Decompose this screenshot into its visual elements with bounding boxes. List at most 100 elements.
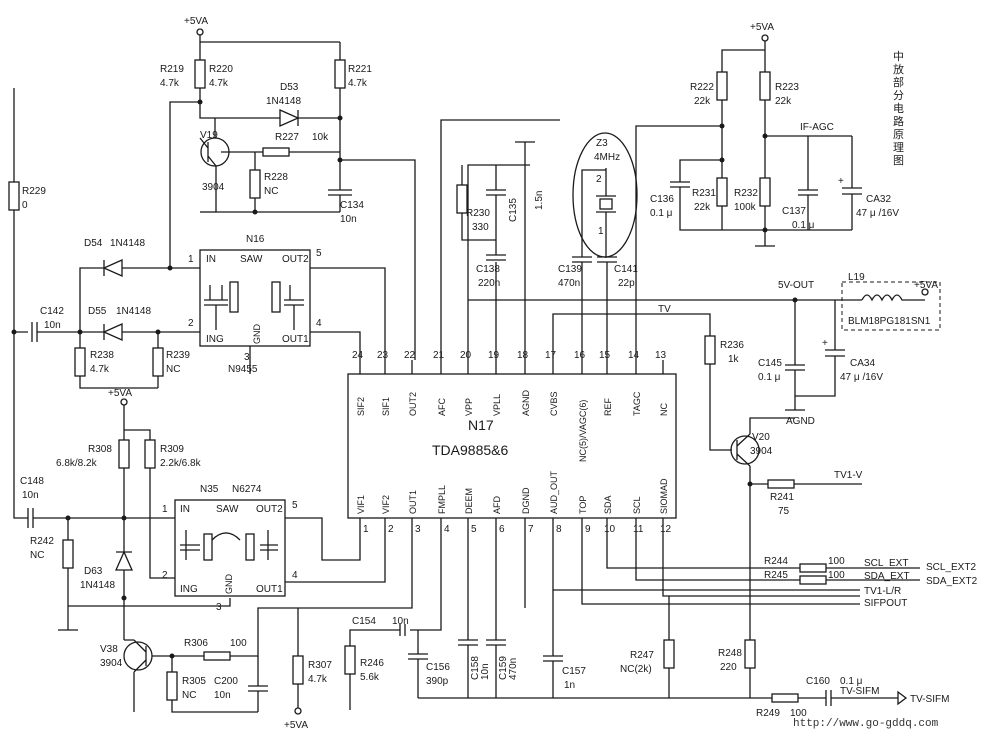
pin-name-agnd: AGND	[521, 389, 531, 416]
pin-name-fmpll: FMPLL	[437, 485, 447, 514]
agnd-net: AGND	[786, 416, 815, 427]
pin-name-tagc: TAGC	[632, 391, 642, 416]
saw2-part: N6274	[232, 484, 262, 495]
ca34-plus: +	[822, 338, 828, 349]
pin-num-14: 14	[628, 350, 640, 361]
r308-value: 6.8k/8.2k	[56, 458, 98, 469]
pin-name-siomad: SIOMAD	[659, 478, 669, 514]
r227-value: 10k	[312, 132, 329, 143]
v5-out-net: 5V-OUT	[778, 280, 814, 291]
r238-label: R238	[90, 350, 114, 361]
v38-transistor	[123, 641, 153, 671]
c157-label: C157	[562, 666, 586, 677]
sda-ext2-net: SDA_EXT2	[926, 576, 978, 587]
r221-label: R221	[348, 64, 372, 75]
pin-name-afc: AFC	[437, 397, 447, 416]
tv1-v-net: TV1-V	[834, 470, 863, 481]
pin-num-15: 15	[599, 350, 611, 361]
c134-value: 10n	[340, 214, 357, 225]
pin-num-23: 23	[377, 350, 389, 361]
saw2-out2: OUT2	[256, 504, 283, 515]
z3-label: Z3	[596, 138, 608, 149]
c160-value: 0.1 μ	[840, 676, 863, 687]
c139-label: C139	[558, 264, 582, 275]
pin-num-16: 16	[574, 350, 586, 361]
r229-label: R229	[22, 186, 46, 197]
pin-num-1: 1	[363, 524, 369, 535]
c158-value: 10n	[480, 663, 491, 680]
saw1-pin1: 1	[188, 254, 194, 265]
r222-label: R222	[690, 82, 714, 93]
vcc-308-label: +5VA	[108, 388, 132, 399]
diagram-title-vertical: 中放部分电路原理图	[893, 50, 907, 167]
r230-label: R230	[466, 208, 490, 219]
c139-value: 470n	[558, 278, 580, 289]
d54-label: D54	[84, 238, 103, 249]
v38-value: 3904	[100, 658, 123, 669]
pin-name-sif1: SIF1	[381, 397, 391, 416]
r223-value: 22k	[775, 96, 792, 107]
title-glyph: 分	[893, 89, 904, 102]
pin-name-vif2: VIF2	[381, 495, 391, 514]
c135-label: C135	[508, 198, 519, 222]
r232-label: R232	[734, 188, 758, 199]
saw1-type: SAW	[240, 254, 263, 265]
r228-label: R228	[264, 172, 288, 183]
r307-label: R307	[308, 660, 332, 671]
sda-ext-net: SDA_EXT	[864, 571, 910, 582]
vpll-ref-network: R230 330 C135 1.5n C138 220n Z3 4MHz 2 1…	[440, 119, 638, 360]
title-glyph: 理	[893, 141, 904, 154]
pin-name-out2: OUT2	[408, 392, 418, 416]
c145-value: 0.1 μ	[758, 372, 781, 383]
scl-ext2-net: SCL_EXT2	[926, 562, 976, 573]
pin-name-vpp: VPP	[464, 398, 474, 416]
pin-num-6: 6	[499, 524, 505, 535]
title-glyph: 放	[893, 63, 904, 76]
r239-value: NC	[166, 364, 180, 375]
r219-value: 4.7k	[160, 78, 180, 89]
c156-value: 390p	[426, 676, 449, 687]
saw2-ing: ING	[180, 584, 198, 595]
r305-label: R305	[182, 676, 206, 687]
pin-name-vif1: VIF1	[356, 495, 366, 514]
r229-value: 0	[22, 200, 28, 211]
r308-label: R308	[88, 444, 112, 455]
pin-num-24: 24	[352, 350, 364, 361]
c158-label: C158	[470, 656, 481, 680]
r230-value: 330	[472, 222, 489, 233]
r220-value: 4.7k	[209, 78, 229, 89]
pin-num-7: 7	[528, 524, 534, 535]
pin-num-12: 12	[660, 524, 672, 535]
ca32-plus: +	[838, 176, 844, 187]
c156-label: C156	[426, 662, 450, 673]
pin-name-ref: REF	[603, 397, 613, 416]
pin-name-sif2: SIF2	[356, 397, 366, 416]
saw1-ing: ING	[206, 334, 224, 345]
c145-label: C145	[758, 358, 782, 369]
vcc-terminal	[196, 28, 204, 36]
pin-name-dgnd: DGND	[521, 487, 531, 514]
r306-value: 100	[230, 638, 247, 649]
c200-value: 10n	[214, 690, 231, 701]
ic-n17: N17 TDA9885&6 24 23 22 21 20 19	[347, 350, 677, 536]
saw1-part: N9455	[228, 364, 258, 375]
saw2-type: SAW	[216, 504, 239, 515]
tv1-lr-net: TV1-L/R	[864, 586, 901, 597]
supply-filter-l19: 5V-OUT L19 BLM18PG181SN1 +5VA C145 0.1 μ…	[468, 272, 941, 427]
vcc-l19-label: +5VA	[914, 280, 938, 291]
z3-pin1: 1	[598, 226, 604, 237]
saw2-out1: OUT1	[256, 584, 283, 595]
if-agc-network: +5VA R222 22k R223 22k IF-AGC C136 0.1 μ…	[635, 22, 899, 360]
c160-label: C160	[806, 676, 830, 687]
saw2-pin4: 4	[292, 570, 298, 581]
l19-value: BLM18PG181SN1	[848, 316, 931, 327]
r231-label: R231	[692, 188, 716, 199]
v19-value: 3904	[202, 182, 225, 193]
v20-transistor	[730, 435, 760, 465]
d63-label: D63	[84, 566, 103, 577]
title-glyph: 原	[893, 128, 904, 141]
c154-label: C154	[352, 616, 376, 627]
c138-label: C138	[476, 264, 500, 275]
r220-label: R220	[209, 64, 233, 75]
r245-value: 100	[828, 570, 845, 581]
